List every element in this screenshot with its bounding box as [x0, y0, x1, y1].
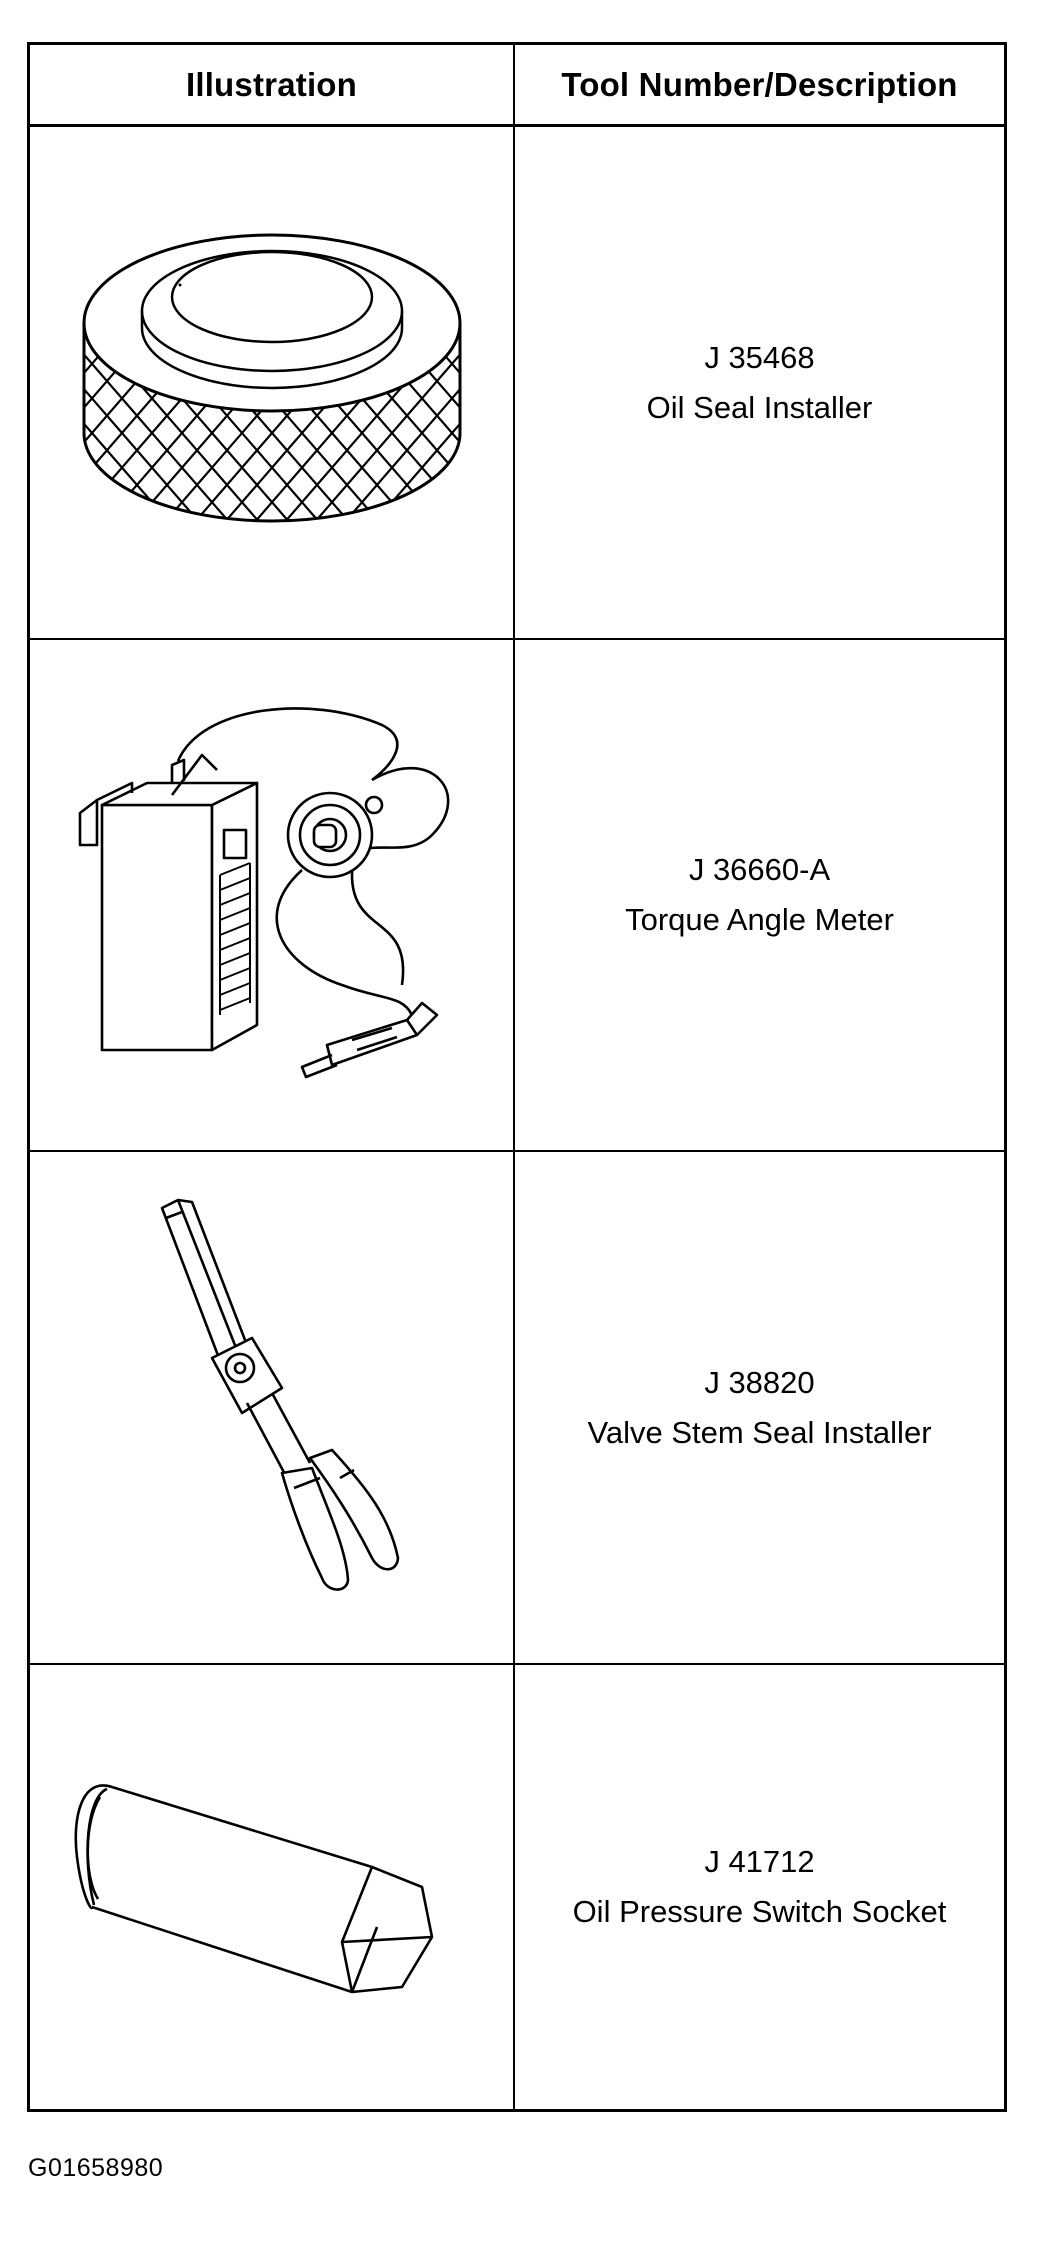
table-row-description: J 36660-A Torque Angle Meter	[515, 640, 1004, 1152]
table-row-illustration	[30, 127, 515, 640]
oil-seal-installer-icon	[82, 233, 461, 522]
figure-id: G01658980	[28, 2154, 164, 2182]
tool-number: J 41712	[704, 1844, 815, 1879]
tool-number: J 36660-A	[688, 852, 831, 887]
tool-number: J 38820	[704, 1364, 815, 1400]
tool-description: Oil Pressure Switch Socket	[572, 1894, 947, 1929]
tool-number: J 35468	[704, 339, 815, 375]
table-row-description: J 38820 Valve Stem Seal Installer	[515, 1152, 1004, 1665]
table-row-illustration	[30, 1665, 515, 2109]
torque-angle-meter-icon	[78, 707, 449, 1079]
table-row-illustration	[30, 640, 515, 1152]
table-row-description: J 35468 Oil Seal Installer	[515, 127, 1004, 640]
header-description: Tool Number/Description	[515, 45, 1004, 127]
tool-description: Valve Stem Seal Installer	[587, 1414, 932, 1450]
oil-pressure-switch-socket-icon	[73, 1784, 433, 1994]
tool-description: Oil Seal Installer	[646, 389, 873, 425]
header-illustration: Illustration	[30, 45, 515, 127]
table-row-illustration	[30, 1152, 515, 1665]
special-tools-table: Illustration Tool Number/Description	[27, 42, 1007, 2112]
table-row-description: J 41712 Oil Pressure Switch Socket	[515, 1665, 1004, 2109]
header-illustration-label: Illustration	[185, 65, 358, 103]
tool-description: Torque Angle Meter	[625, 902, 894, 937]
header-description-label: Tool Number/Description	[561, 65, 958, 103]
valve-stem-seal-installer-icon	[160, 1198, 399, 1591]
